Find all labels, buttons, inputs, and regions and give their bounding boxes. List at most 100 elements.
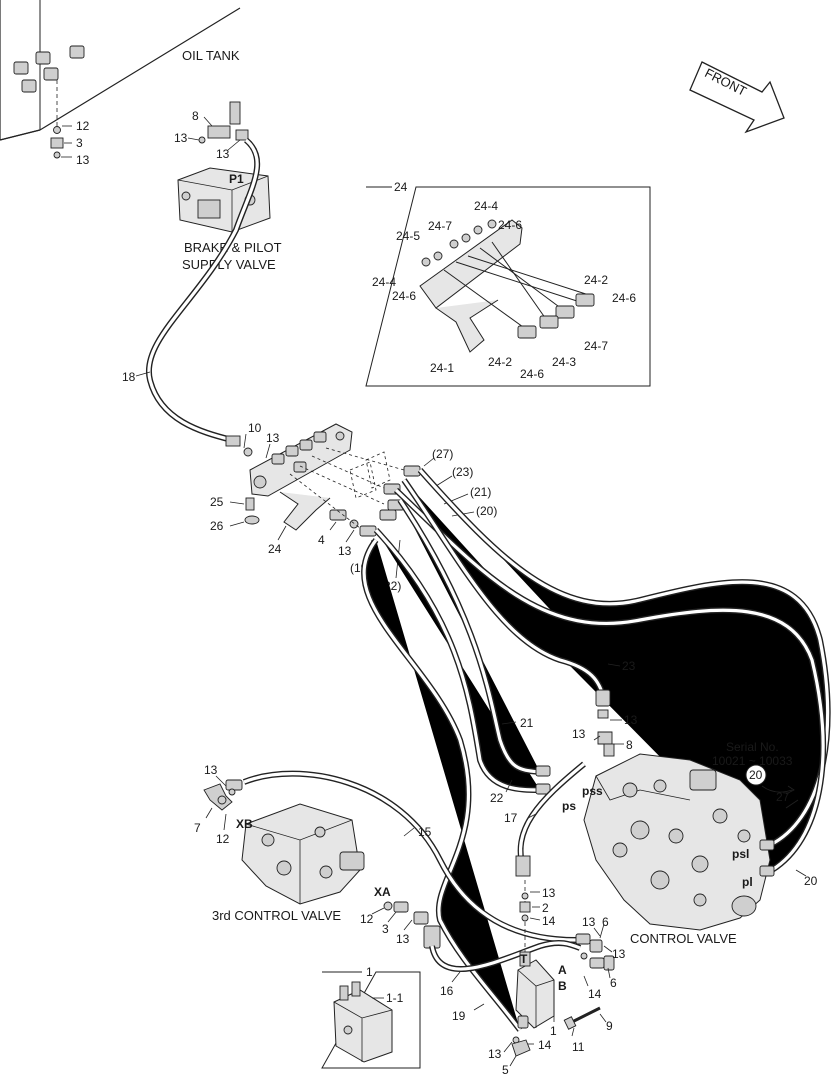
callout-27: 27 xyxy=(776,790,790,804)
callout-27p: (27) xyxy=(432,447,453,461)
b-port-label: B xyxy=(558,979,567,993)
inset-box-24 xyxy=(365,186,651,387)
hose-23-fittings xyxy=(595,689,615,757)
callout-13: 13 xyxy=(582,915,596,929)
callout-16: 16 xyxy=(440,984,454,998)
cv-side-fittings xyxy=(759,839,775,877)
callout-8: 8 xyxy=(192,109,199,123)
xa-fittings xyxy=(383,901,441,949)
callout-5: 5 xyxy=(502,1063,509,1077)
callout-25: 25 xyxy=(210,495,224,509)
callout-8: 8 xyxy=(626,738,633,752)
hose-16 xyxy=(429,939,582,973)
xa-port-label: XA xyxy=(374,885,391,899)
serial-circle-text: 20 xyxy=(749,768,763,782)
callout-13: 13 xyxy=(216,147,230,161)
inset-24-3: 24-3 xyxy=(552,355,576,369)
serial-range: 10021 ~ 10033 xyxy=(712,754,793,768)
callout-14: 14 xyxy=(538,1038,552,1052)
hose-21-22-ends xyxy=(535,765,551,795)
valve-1-port-fittings xyxy=(575,933,615,971)
inset-24-6b: 24-6 xyxy=(392,289,416,303)
p-port-fittings xyxy=(511,1015,531,1057)
psl-port-label: psl xyxy=(732,847,749,861)
inset-1-title: 1 xyxy=(366,965,373,979)
third-control-valve xyxy=(241,803,365,905)
callout-6: 6 xyxy=(602,915,609,929)
callout-20: 20 xyxy=(804,874,818,888)
main-control-valve xyxy=(583,753,771,931)
pss-port-label: pss xyxy=(582,784,603,798)
callout-17: 17 xyxy=(504,811,518,825)
callout-21: 21 xyxy=(520,716,534,730)
hose-18 xyxy=(145,137,261,443)
p1-port-label: P1 xyxy=(229,172,244,186)
t-port-label: T xyxy=(520,952,528,966)
inset-box-1 xyxy=(321,971,421,1069)
oil-tank-label: OIL TANK xyxy=(182,48,240,63)
inset-24-5: 24-5 xyxy=(396,229,420,243)
callout-14: 14 xyxy=(542,914,556,928)
callout-13: 13 xyxy=(542,886,556,900)
callout-26: 26 xyxy=(210,519,224,533)
inset-24-6c: 24-6 xyxy=(612,291,636,305)
callout-13: 13 xyxy=(488,1047,502,1061)
bracket-fittings xyxy=(329,465,421,537)
callout-13: 13 xyxy=(174,131,188,145)
ps-port-label: ps xyxy=(562,799,576,813)
callout-21p: (21) xyxy=(470,485,491,499)
inset-24-7b: 24-7 xyxy=(584,339,608,353)
oil-tank xyxy=(0,0,241,159)
callout-19: 19 xyxy=(452,1009,466,1023)
third-cv-label: 3rd CONTROL VALVE xyxy=(212,908,341,923)
callout-9: 9 xyxy=(606,1019,613,1033)
callout-24: 24 xyxy=(268,542,282,556)
pl-port-label: pl xyxy=(742,875,753,889)
brake-pilot-supply-valve xyxy=(177,167,271,233)
callout-4: 4 xyxy=(318,533,325,547)
small-valve-1 xyxy=(515,880,555,1029)
inset-24-6d: 24-6 xyxy=(520,367,544,381)
front-arrow-icon xyxy=(689,61,785,134)
serial-label: Serial No. xyxy=(726,740,779,754)
callout-13: 13 xyxy=(396,932,410,946)
inset-24-2: 24-2 xyxy=(584,273,608,287)
callout-15: 15 xyxy=(418,825,432,839)
callout-22: 22 xyxy=(490,791,504,805)
washer-26 xyxy=(244,515,260,525)
callout-13: 13 xyxy=(624,713,638,727)
callout-10: 10 xyxy=(248,421,262,435)
callout-13: 13 xyxy=(572,727,586,741)
brake-valve-label-1: BRAKE & PILOT xyxy=(184,240,282,255)
inset-24-6: 24-6 xyxy=(498,218,522,232)
callout-12: 12 xyxy=(76,119,90,133)
callout-13: 13 xyxy=(204,763,218,777)
callout-13: 13 xyxy=(266,431,280,445)
callout-1-1: 1-1 xyxy=(386,991,404,1005)
a-port-label: A xyxy=(558,963,567,977)
bolt-25 xyxy=(245,497,255,511)
control-valve-label: CONTROL VALVE xyxy=(630,931,737,946)
inset-24-2b: 24-2 xyxy=(488,355,512,369)
bolt-9 xyxy=(563,1006,601,1030)
callout-18: 18 xyxy=(122,370,136,384)
callout-7: 7 xyxy=(194,821,201,835)
callout-13: 13 xyxy=(338,544,352,558)
serial-circle xyxy=(745,764,767,786)
callout-3: 3 xyxy=(76,136,83,150)
xb-port-label: XB xyxy=(236,817,253,831)
inset-24-4: 24-4 xyxy=(474,199,498,213)
brake-valve-label-2: SUPPLY VALVE xyxy=(182,257,276,272)
hose-15 xyxy=(242,770,577,943)
callout-23: 23 xyxy=(622,659,636,673)
callout-20p: (20) xyxy=(476,504,497,518)
inset-24-1: 24-1 xyxy=(430,361,454,375)
callout-13: 13 xyxy=(76,153,90,167)
callout-12: 12 xyxy=(216,832,230,846)
fitting xyxy=(515,855,531,877)
elbow-fitting xyxy=(198,101,249,144)
callout-2: 2 xyxy=(542,901,549,915)
callout-11: 11 xyxy=(572,1040,585,1054)
callout-23p: (23) xyxy=(452,465,473,479)
